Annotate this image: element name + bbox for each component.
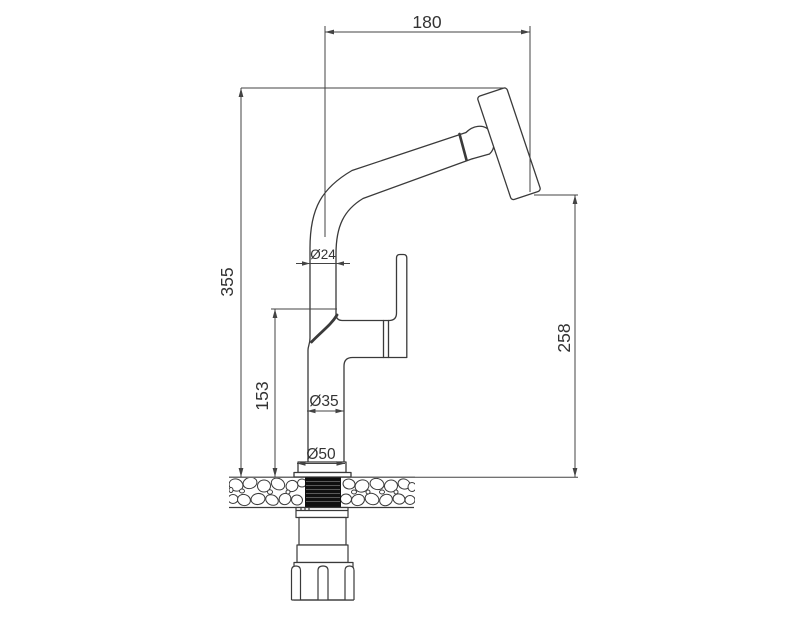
lock-washer [295, 506, 349, 519]
shank-thread-lines [306, 481, 340, 502]
spout-outer-line [307, 131, 467, 463]
label-outlet-height: 258 [554, 323, 574, 352]
base-flange-plate [293, 471, 352, 478]
body-shoulder-curve [310, 313, 339, 344]
threaded-shank [305, 477, 341, 508]
arrowhead [272, 309, 278, 318]
shank-cylinder [298, 516, 347, 546]
label-total-height: 355 [217, 267, 237, 296]
arrowhead [572, 468, 578, 477]
arrowhead [336, 261, 344, 266]
dimension-base-diameter [297, 461, 345, 466]
spout-seam [458, 132, 468, 162]
label-body-height: 153 [252, 381, 272, 410]
dimension-spout-diameter [296, 261, 350, 266]
mounting-nut-rib-left [290, 565, 302, 600]
mounting-nut-rib-mid [317, 565, 329, 600]
dimension-body-height [271, 308, 337, 477]
lock-washer-detail [296, 507, 348, 512]
arrowhead [325, 29, 334, 35]
mounting-nut-rib-right [344, 565, 355, 600]
dimension-spout-reach [324, 26, 531, 237]
dimension-labels: 180 355 153 258 Ø24 Ø35 Ø50 [217, 12, 574, 463]
arrowhead [238, 88, 244, 97]
dimension-body-diameter [307, 408, 344, 414]
countertop [229, 476, 415, 509]
label-base-diameter: Ø50 [306, 446, 336, 463]
label-body-diameter: Ø35 [309, 393, 338, 410]
arrowhead [572, 195, 578, 204]
arrowhead [336, 461, 345, 466]
shank-ring [296, 544, 349, 564]
handle-and-housing-outline [335, 253, 408, 463]
countertop-aggregate-pattern [229, 478, 415, 507]
dimension-annotations [238, 26, 578, 478]
arrowhead [297, 461, 306, 466]
spout-inner-line [335, 157, 474, 317]
dimension-total-height [238, 87, 506, 477]
arrowhead [335, 408, 344, 414]
arrowhead [302, 261, 310, 266]
faucet-outline [293, 87, 541, 478]
arrowhead [307, 408, 316, 414]
dimension-outlet-height [415, 194, 578, 478]
label-spout-diameter: Ø24 [310, 247, 336, 262]
arrowhead [521, 29, 530, 35]
arrowhead [238, 468, 244, 477]
label-spout-reach: 180 [412, 12, 441, 32]
mounting-hardware [290, 506, 355, 601]
spray-head [477, 87, 541, 201]
arrowhead [272, 468, 278, 477]
